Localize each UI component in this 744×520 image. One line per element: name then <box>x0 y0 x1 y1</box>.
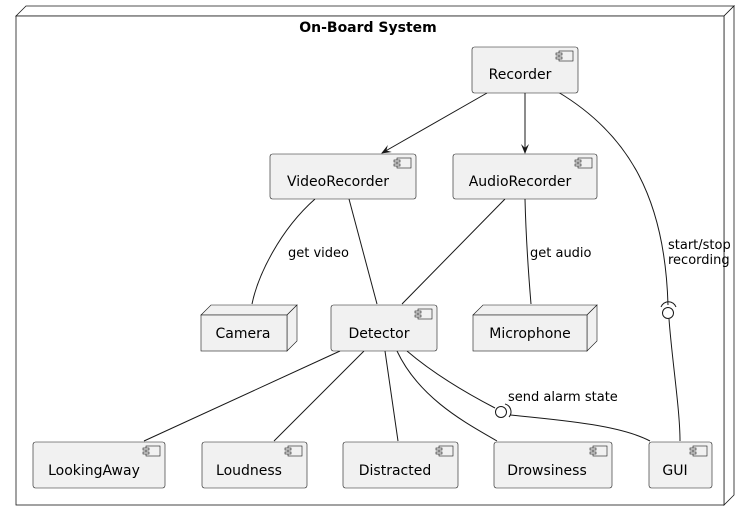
component-icon <box>284 445 303 457</box>
component-videorecorder: VideoRecorder <box>269 153 417 200</box>
loudness-label: Loudness <box>216 463 282 479</box>
audiorecorder-label: AudioRecorder <box>469 174 572 190</box>
component-audiorecorder: AudioRecorder <box>452 153 598 200</box>
gui-interface-lollipop <box>662 307 674 319</box>
alarm-interface-socket <box>504 403 512 418</box>
detector-label: Detector <box>348 326 409 342</box>
node-microphone: Microphone <box>472 304 598 352</box>
audiorecorder-microphone-line <box>524 198 532 305</box>
recorder-label: Recorder <box>489 67 552 83</box>
component-drowsiness: Drowsiness <box>493 441 613 489</box>
component-icon <box>414 308 433 320</box>
videorecorder-detector-line <box>348 198 378 305</box>
component-distracted: Distracted <box>342 441 459 489</box>
recorder-to-gui-interface-line <box>557 91 669 306</box>
camera-label: Camera <box>216 326 271 342</box>
component-loudness: Loudness <box>201 441 308 489</box>
edge-labels: get video get audio start/stop recording… <box>288 238 731 405</box>
start-stop-label-line1: start/stop <box>668 238 731 253</box>
microphone-label: Microphone <box>489 326 571 342</box>
on-board-system-title: On-Board System <box>299 20 437 36</box>
component-icon <box>142 445 161 457</box>
alarm-interface-lollipop <box>495 406 507 418</box>
alarm-to-gui-line <box>509 414 651 442</box>
videorecorder-camera-line <box>251 198 316 305</box>
videorecorder-label: VideoRecorder <box>287 174 389 190</box>
detector-distracted-line <box>384 350 399 442</box>
distracted-label: Distracted <box>359 463 431 479</box>
drowsiness-label: Drowsiness <box>507 463 587 479</box>
lookingaway-label: LookingAway <box>48 463 140 479</box>
detector-loudness-line <box>273 350 365 442</box>
gui-interface-line <box>668 318 681 442</box>
component-lookingaway: LookingAway <box>32 441 166 489</box>
send-alarm-label: send alarm state <box>508 390 618 405</box>
detector-drowsiness-line <box>396 350 498 442</box>
recorder-to-videorecorder-arrow <box>381 92 488 154</box>
component-icon <box>555 50 574 62</box>
detector-send-alarm-line <box>406 350 496 409</box>
component-icon <box>589 445 608 457</box>
component-icon <box>574 157 593 169</box>
audiorecorder-detector-line <box>401 198 506 305</box>
component-detector: Detector <box>330 304 438 352</box>
component-icon <box>393 157 412 169</box>
component-recorder: Recorder <box>471 46 579 94</box>
component-gui: GUI <box>648 441 713 489</box>
on-board-system-node: On-Board System <box>15 5 735 506</box>
component-icon <box>435 445 454 457</box>
start-stop-label-line2: recording <box>668 253 730 268</box>
gui-label: GUI <box>662 463 687 479</box>
get-audio-label: get audio <box>530 246 592 261</box>
recorder-interface-socket <box>660 301 677 308</box>
get-video-label: get video <box>288 246 349 261</box>
connections <box>143 91 681 442</box>
node-camera: Camera <box>200 304 298 352</box>
component-icon <box>689 445 708 457</box>
detector-lookingaway-line <box>143 350 341 442</box>
